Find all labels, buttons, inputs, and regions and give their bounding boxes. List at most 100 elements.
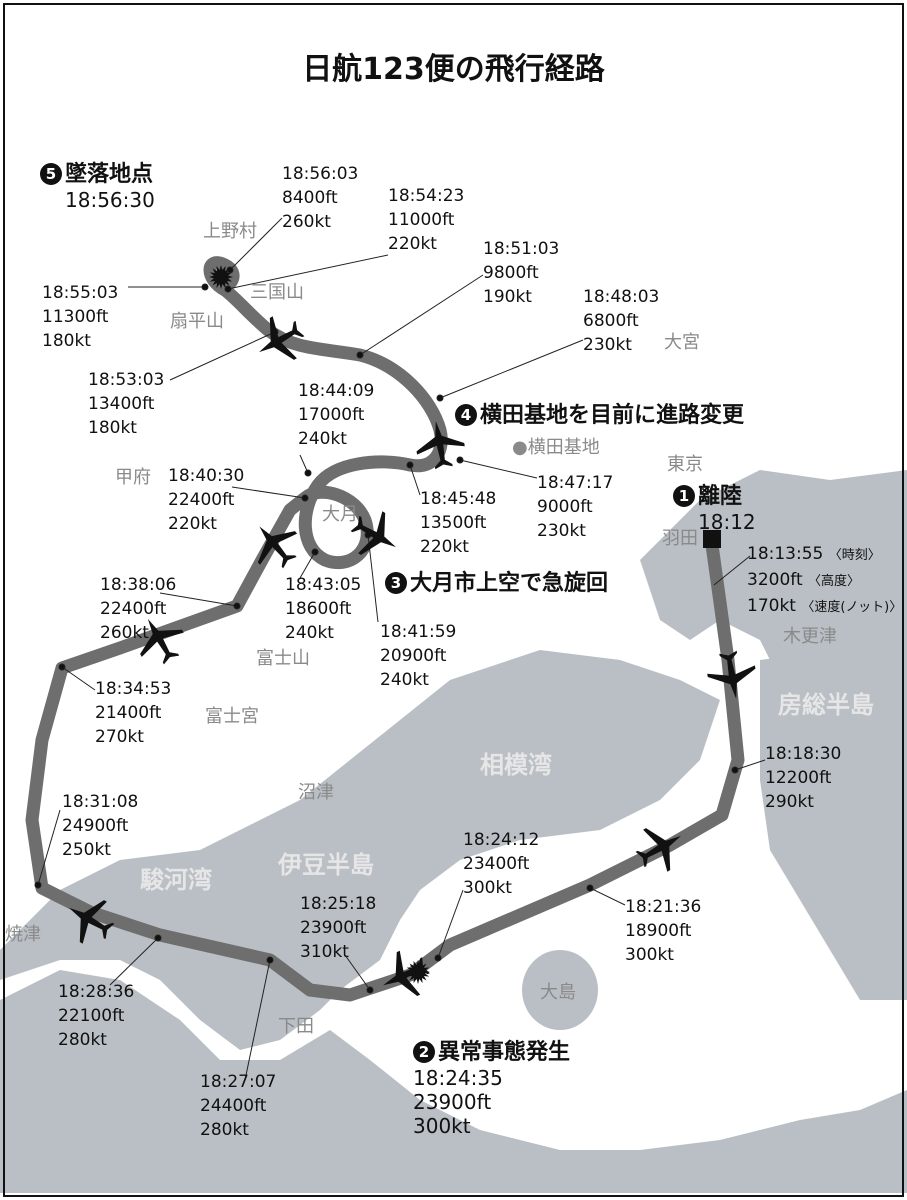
route-point-time: 18:21:36 — [625, 897, 702, 917]
leader-line — [344, 954, 371, 991]
route-point-dot — [233, 602, 241, 610]
route-point-speed: 280kt — [58, 1030, 107, 1050]
event-label: 大月市上空で急旋回 — [410, 571, 609, 596]
route-point-speed: 240kt — [380, 670, 429, 690]
route-point-time: 18:28:36 — [58, 982, 135, 1002]
route-point-altitude: 12200ft — [765, 768, 832, 788]
route-point-speed: 190kt — [483, 287, 532, 307]
route-point-time: 18:24:12 — [463, 830, 540, 850]
place-label-shimoda: 下田 — [278, 1016, 314, 1037]
airplane-icons — [69, 316, 756, 997]
place-label-sagami: 相模湾 — [480, 751, 552, 779]
leader-line — [589, 887, 626, 906]
route-point-altitude: 13500ft — [420, 513, 487, 533]
leader-line — [227, 254, 389, 290]
burst-shape — [406, 960, 430, 984]
page-title: 日航123便の飛行経路 — [302, 52, 605, 87]
place-label-izu: 伊豆半島 — [278, 851, 374, 879]
route-point-speed: 180kt — [88, 418, 137, 438]
anomaly-burst-icon — [406, 960, 430, 984]
airplane-icon — [416, 421, 465, 470]
airplane-icon — [350, 511, 396, 555]
route-point-time: 18:18:30 — [765, 744, 842, 764]
route-point-time: 18:44:09 — [298, 381, 375, 401]
route-point-time: 18:41:59 — [380, 622, 457, 642]
route-point-label: 18:27:07 24400ft 280kt — [200, 1070, 276, 1142]
event-number-badge: 2 — [413, 1041, 435, 1063]
route-point-altitude: 6800ft — [583, 311, 639, 331]
legend-altitude: 3200ft — [747, 570, 803, 590]
route-point-time: 18:55:03 — [42, 283, 119, 303]
route-point-speed: 270kt — [95, 727, 144, 747]
route-point-speed: 230kt — [537, 521, 586, 541]
leader-line — [299, 551, 316, 579]
leader-line — [437, 889, 464, 959]
place-label-omiya: 大宮 — [664, 332, 700, 353]
route-point-dot — [266, 956, 274, 964]
route-point-altitude: 13400ft — [88, 394, 155, 414]
event-number-badge: 5 — [40, 163, 62, 185]
route-point-speed: 280kt — [200, 1120, 249, 1140]
route-point-speed: 310kt — [300, 942, 349, 962]
route-point-label: 18:28:36 22100ft 280kt — [58, 980, 134, 1052]
route-point-altitude: 22100ft — [58, 1006, 125, 1026]
legend-speed: 170kt — [747, 596, 796, 616]
route-point-time: 18:25:18 — [300, 894, 377, 914]
route-point-altitude: 24400ft — [200, 1096, 267, 1116]
event-number-badge: 1 — [673, 485, 695, 507]
place-label-yokota: ●横田基地 — [512, 437, 600, 458]
route-point-time: 18:54:23 — [388, 186, 465, 206]
route-point-dot — [224, 285, 232, 293]
route-point-speed: 300kt — [463, 878, 512, 898]
leader-line — [61, 666, 96, 691]
route-point-dot — [154, 934, 162, 942]
route-point-dot — [456, 456, 464, 464]
route-point-speed: 260kt — [282, 212, 331, 232]
route-point-speed: 220kt — [388, 234, 437, 254]
route-point-time: 18:27:07 — [200, 1072, 277, 1092]
event-label: 横田基地を目前に進路変更 — [480, 403, 745, 428]
route-point-dot — [311, 548, 319, 556]
route-point-altitude: 9000ft — [537, 497, 593, 517]
route-point-label: 18:56:03 8400ft 260kt — [282, 162, 358, 234]
place-label-mikuniyama: 三国山 — [250, 282, 304, 303]
route-point-altitude: 8400ft — [282, 188, 338, 208]
route-point-time: 18:43:05 — [285, 575, 362, 595]
route-point-speed: 220kt — [168, 514, 217, 534]
route-point-time: 18:40:30 — [168, 466, 245, 486]
legend-altitude-note: 〈高度〉 — [808, 574, 861, 589]
route-point-altitude: 21400ft — [95, 703, 162, 723]
route-point-dot — [356, 351, 364, 359]
land-oshima — [522, 950, 598, 1030]
route-point-speed: 180kt — [42, 331, 91, 351]
route-point-dot — [304, 469, 312, 477]
route-point-altitude: 23900ft — [300, 918, 367, 938]
event-number-badge: 3 — [385, 572, 407, 594]
place-label-fujisan: 富士山 — [256, 648, 310, 669]
leader-line — [359, 274, 484, 356]
event-time: 18:56:30 — [65, 188, 155, 212]
route-point-speed: 220kt — [420, 537, 469, 557]
place-label-kisarazu: 木更津 — [783, 626, 837, 647]
airplane-icon — [69, 900, 115, 944]
route-point-time: 18:56:03 — [282, 164, 359, 184]
haneda-marker — [703, 530, 721, 548]
place-label-fujinomiya: 富士宮 — [205, 706, 259, 727]
route-point-dot — [436, 394, 444, 402]
route-point-altitude: 17000ft — [298, 405, 365, 425]
leader-line — [109, 937, 159, 986]
airplane-icon — [635, 828, 681, 872]
